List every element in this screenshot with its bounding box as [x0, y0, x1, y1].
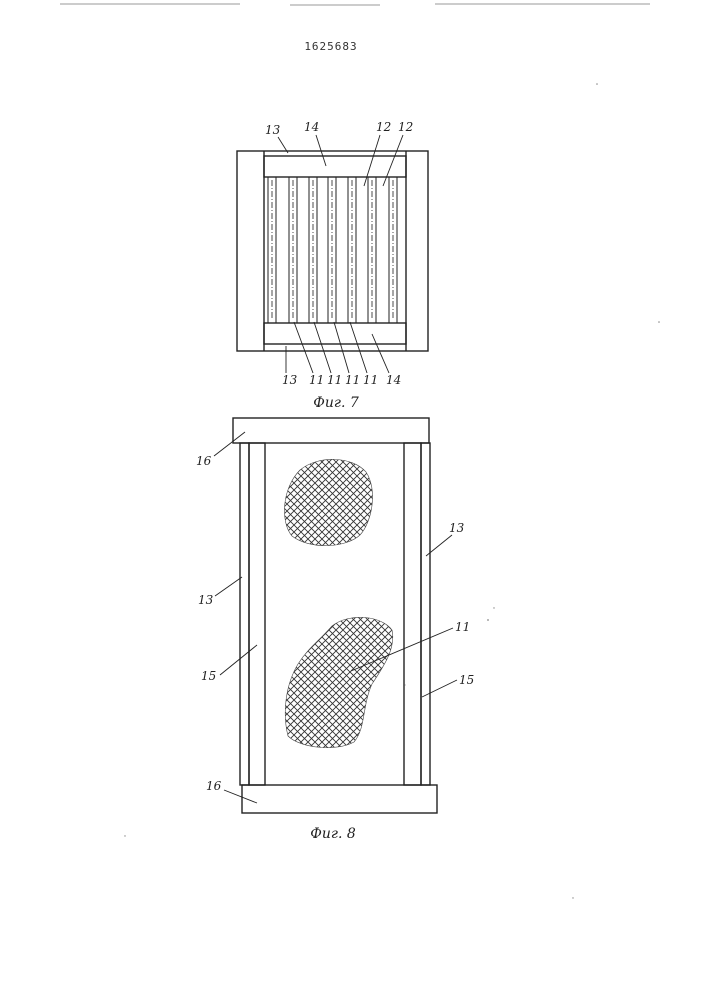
fig8-caption: Фиг. 8 [310, 826, 356, 842]
fig8-callout-11: 11 [455, 620, 470, 634]
fig7-callout-13-bottom: 13 [282, 373, 298, 387]
fig8-callout-13-right: 13 [449, 521, 465, 535]
fig7-callout-12-a: 12 [376, 120, 391, 134]
fig8-mesh-patch-lower [285, 617, 393, 747]
fig8-left-strip [249, 443, 265, 785]
fig7-callout-11-d: 11 [363, 373, 378, 387]
fig8-callout-13-left: 13 [198, 593, 214, 607]
fig8-callout-15-left: 15 [201, 669, 216, 683]
fig8-top-end-plate [233, 418, 429, 443]
fig7-callout-11-a: 11 [309, 373, 324, 387]
scan-specks [124, 83, 660, 899]
fig7-callout-14-bottom: 14 [386, 373, 401, 387]
fig7-callout-11-b: 11 [327, 373, 342, 387]
fig7-callout-11-c: 11 [345, 373, 360, 387]
figure-8: 16 13 13 11 15 15 16 Фиг. 8 [196, 418, 474, 842]
fig7-caption: Фиг. 7 [313, 395, 359, 411]
fig7-outer-frame [237, 151, 428, 351]
scan-edge-marks [60, 4, 650, 5]
fig8-mesh-patch-upper [284, 459, 372, 545]
fig7-callout-14-top: 14 [304, 120, 319, 134]
fig8-callout-16-top: 16 [196, 454, 212, 468]
fig7-callout-13-top: 13 [265, 123, 281, 137]
document-number: 1625683 [304, 40, 357, 53]
fig8-callout-16-bottom: 16 [206, 779, 222, 793]
fig8-left-side [240, 443, 249, 785]
figure-7: 13 14 12 12 13 11 11 11 11 14 Фиг. 7 [237, 120, 428, 411]
fig7-callout-12-b: 12 [398, 120, 413, 134]
fig8-bottom-end-plate [242, 785, 437, 813]
fig7-fiber-strips [268, 177, 397, 323]
fig7-top-bar [264, 156, 406, 177]
fig8-right-strip [404, 443, 421, 785]
fig7-callouts: 13 14 12 12 13 11 11 11 11 14 [265, 120, 413, 387]
fig8-callout-15-right: 15 [459, 673, 474, 687]
fig8-right-side [421, 443, 430, 785]
